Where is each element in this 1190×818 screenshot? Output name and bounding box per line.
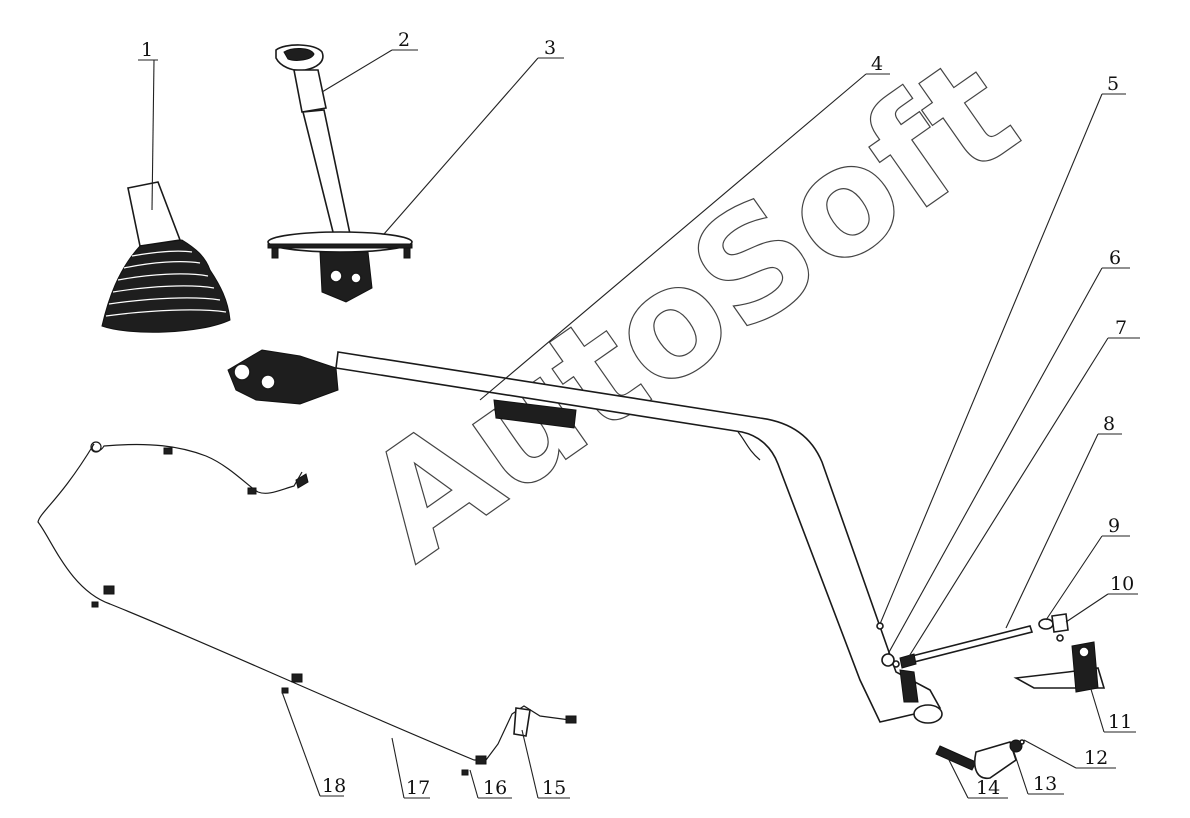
part-label-1: 1: [141, 39, 153, 61]
callout-leaders: [138, 49, 1140, 799]
part-label-12: 12: [1084, 747, 1108, 769]
shift-lever: [275, 44, 351, 237]
part-label-16: 16: [483, 777, 507, 799]
part-label-8: 8: [1103, 413, 1115, 435]
part-label-10: 10: [1110, 573, 1134, 595]
part-label-18: 18: [322, 775, 346, 797]
part-label-15: 15: [542, 777, 566, 799]
watermark-text: AutoSoft: [336, 24, 1047, 594]
bracket: [1013, 641, 1106, 693]
part-label-17: 17: [406, 777, 430, 799]
part-labels: 1 2 3 4 5 6 7 8 9 10 11 12 13 14 15 16 1…: [141, 29, 1134, 799]
part-label-14: 14: [976, 777, 1000, 799]
ball-joint: [935, 739, 1025, 779]
shifter-base: [267, 231, 413, 303]
part-label-3: 3: [544, 37, 556, 59]
part-label-4: 4: [871, 53, 883, 75]
part-label-6: 6: [1109, 247, 1121, 269]
part-label-9: 9: [1108, 515, 1120, 537]
part-label-7: 7: [1115, 317, 1127, 339]
linkage-parts: [876, 613, 1069, 669]
part-label-2: 2: [398, 29, 410, 51]
shift-rod: [227, 349, 943, 724]
part-label-11: 11: [1108, 711, 1132, 733]
part-label-13: 13: [1033, 773, 1057, 795]
part-label-5: 5: [1107, 73, 1119, 95]
gear-boot: [101, 181, 231, 333]
cable-harness: [37, 441, 577, 776]
